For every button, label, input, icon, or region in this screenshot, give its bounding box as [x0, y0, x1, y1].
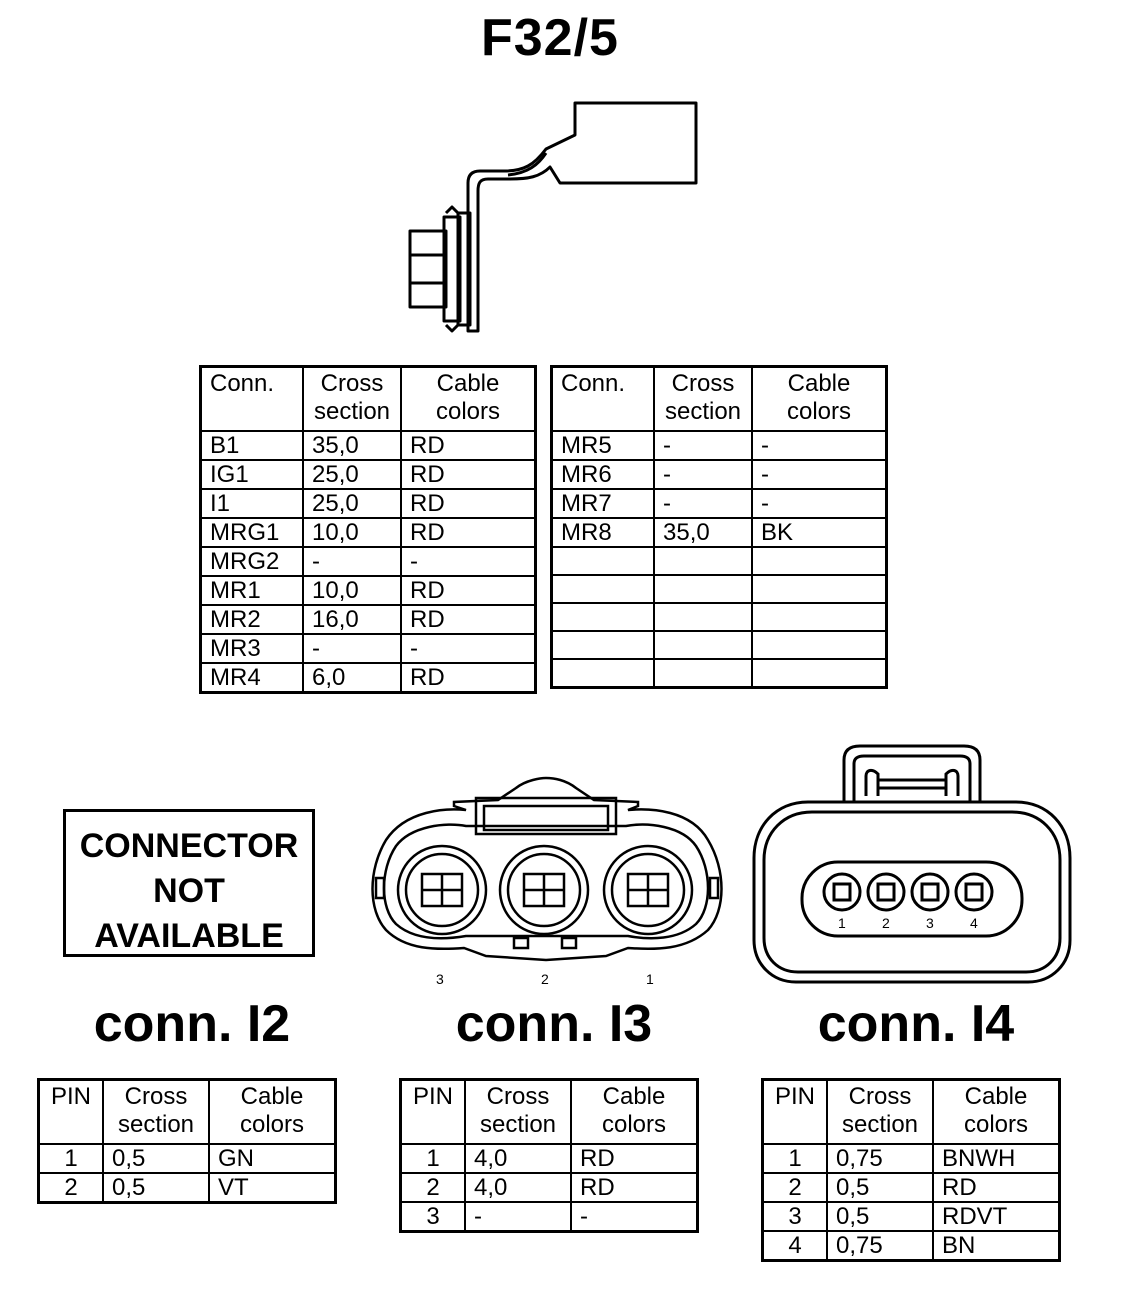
connector-i4-label: conn. I4: [817, 995, 1015, 1053]
table-row: MRG2--: [199, 546, 537, 577]
table-row: 3--: [399, 1201, 699, 1233]
i3-pin-label: 1: [646, 971, 654, 987]
table-row: [550, 630, 888, 660]
i3-pin-label: 3: [436, 971, 444, 987]
page-title: F32/5: [481, 9, 619, 67]
i4-pin-label: 1: [838, 915, 846, 931]
connector-not-available-box: CONNECTOR NOT AVAILABLE: [63, 809, 315, 957]
table-row: [550, 658, 888, 689]
table-row: MR7--: [550, 488, 888, 519]
connector-i2-label: conn. I2: [93, 995, 291, 1053]
table-row: [550, 546, 888, 576]
header-pin: PIN: [761, 1078, 828, 1145]
i3-pin-label: 2: [541, 971, 549, 987]
na-line-2: NOT: [153, 872, 225, 910]
table-row: [550, 602, 888, 632]
table-row: MR6--: [550, 459, 888, 490]
header-conn: Conn.: [199, 365, 304, 432]
connector-i3-drawing: 3 2 1: [371, 776, 723, 987]
header-pin: PIN: [399, 1078, 466, 1145]
connector-i4-drawing: 1 2 3 4: [752, 744, 1072, 984]
table-row: [550, 574, 888, 604]
connector-i3-label: conn. I3: [455, 995, 653, 1053]
i4-pin-label: 4: [970, 915, 978, 931]
i4-pin-label: 3: [926, 915, 934, 931]
header-conn: Conn.: [550, 365, 655, 432]
table-row: MR5--: [550, 430, 888, 461]
na-line-3: AVAILABLE: [94, 917, 284, 955]
header-pin: PIN: [37, 1078, 104, 1145]
i4-pin-label: 2: [882, 915, 890, 931]
table-row: MR3--: [199, 633, 537, 664]
terminal-illustration: [408, 101, 698, 333]
na-line-1: CONNECTOR: [79, 827, 299, 865]
